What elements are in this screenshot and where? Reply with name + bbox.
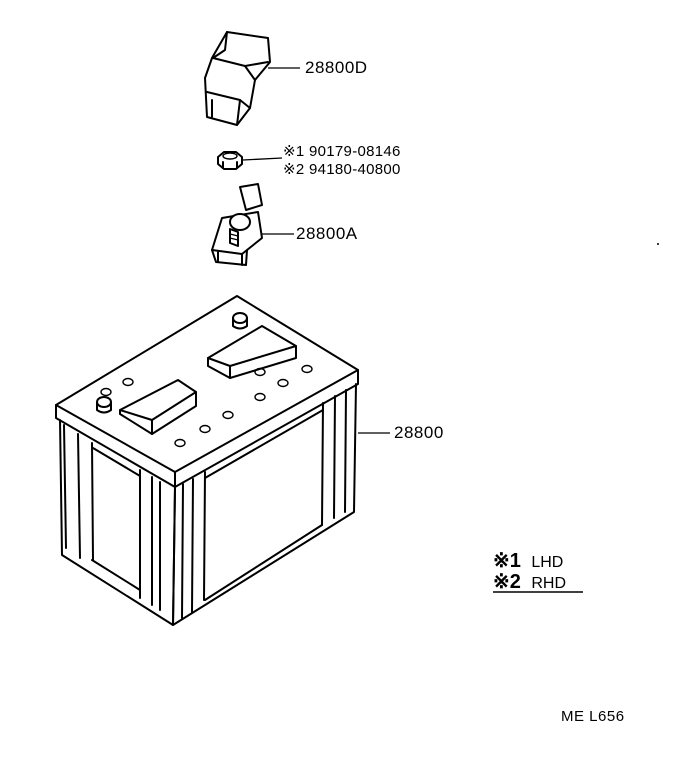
terminal-cover-28800d: [204, 31, 300, 126]
legend-text-rhd: RHD: [531, 575, 567, 592]
nut-line-1-number: 90179-08146: [308, 143, 401, 160]
diagram-reference-code: ME L656: [561, 708, 625, 725]
legend-mark-2: ※2: [493, 571, 521, 593]
part-number-28800d: 28800D: [305, 58, 368, 77]
nut-part-line-1: ※1 90179-08146: [283, 142, 401, 160]
nut-part-line-2: ※2 94180-40800: [283, 160, 401, 178]
nut-line-1-mark: ※1: [283, 143, 305, 160]
legend-mark-1: ※1: [493, 550, 521, 572]
part-number-28800a: 28800A: [296, 224, 358, 243]
terminal-nut: [217, 151, 283, 170]
terminal-clamp-28800a: [211, 183, 294, 266]
legend-row-rhd: ※2 RHD: [493, 569, 566, 594]
part-number-28800: 28800: [394, 423, 444, 442]
speck: [657, 243, 659, 245]
battery-28800: [55, 295, 390, 626]
legend-row-lhd: ※1 LHD: [493, 548, 563, 573]
legend-text-lhd: LHD: [531, 554, 564, 571]
nut-line-2-number: 94180-40800: [308, 161, 401, 178]
nut-line-2-mark: ※2: [283, 161, 305, 178]
